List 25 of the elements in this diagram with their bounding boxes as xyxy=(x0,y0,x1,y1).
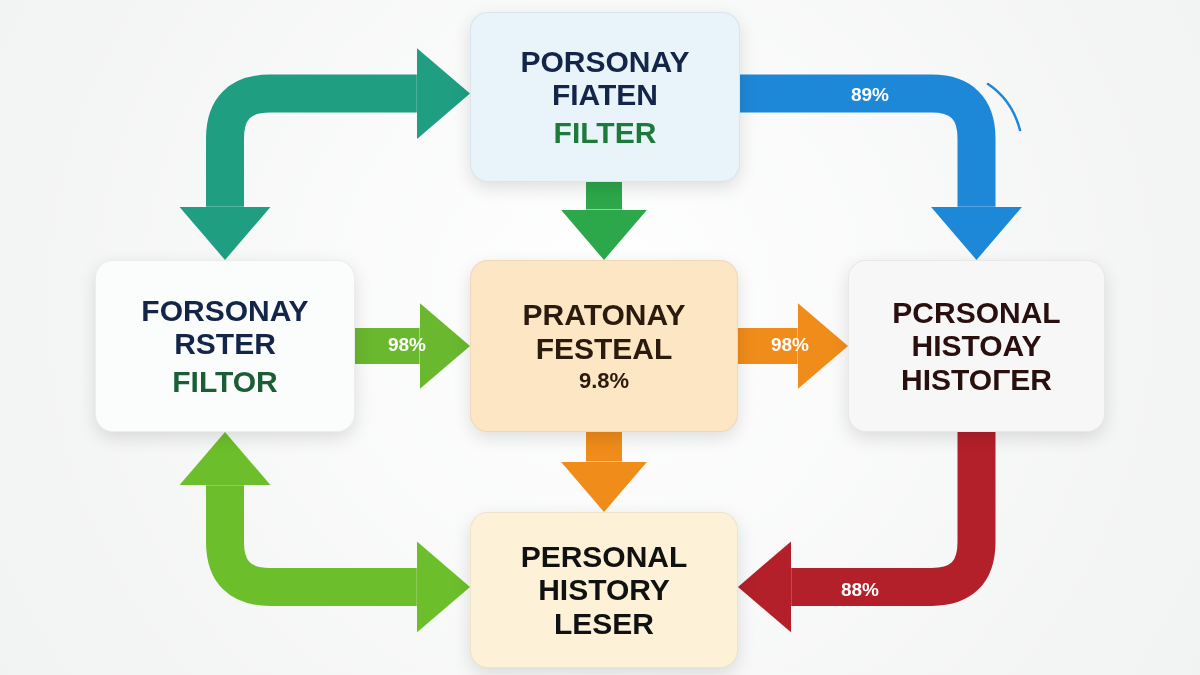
block-arrow xyxy=(740,74,1023,260)
edge-label: 98% xyxy=(771,334,809,356)
block-arrow xyxy=(738,302,848,390)
process-box xyxy=(470,260,738,432)
process-box xyxy=(95,260,355,432)
block-arrow xyxy=(179,432,470,633)
box-title: PERSONAL HISTORY LESER xyxy=(519,539,689,641)
process-box xyxy=(470,12,740,182)
edge-label: 98% xyxy=(388,334,426,356)
block-arrow xyxy=(179,48,470,260)
edge-label: 88% xyxy=(841,579,879,601)
box-title: FORSONAY RSTER xyxy=(140,293,310,361)
box-title: PCRSONAL HISTOAY HISTOΓER xyxy=(891,295,1062,397)
process-box xyxy=(470,512,738,668)
box-subtitle: FILTOR xyxy=(172,364,278,399)
box-title: PORSONAY FIATEN xyxy=(519,44,691,112)
block-arrow xyxy=(560,182,648,260)
block-arrow xyxy=(355,302,470,390)
box-subtitle: 9.8% xyxy=(578,369,630,394)
block-arrow xyxy=(738,432,996,633)
box-title: PRATONAY FESTEAL xyxy=(521,298,687,366)
block-arrow xyxy=(560,432,648,512)
box-subtitle: FILTER xyxy=(553,115,657,150)
process-box xyxy=(848,260,1105,432)
edge-label: 89% xyxy=(851,84,889,106)
